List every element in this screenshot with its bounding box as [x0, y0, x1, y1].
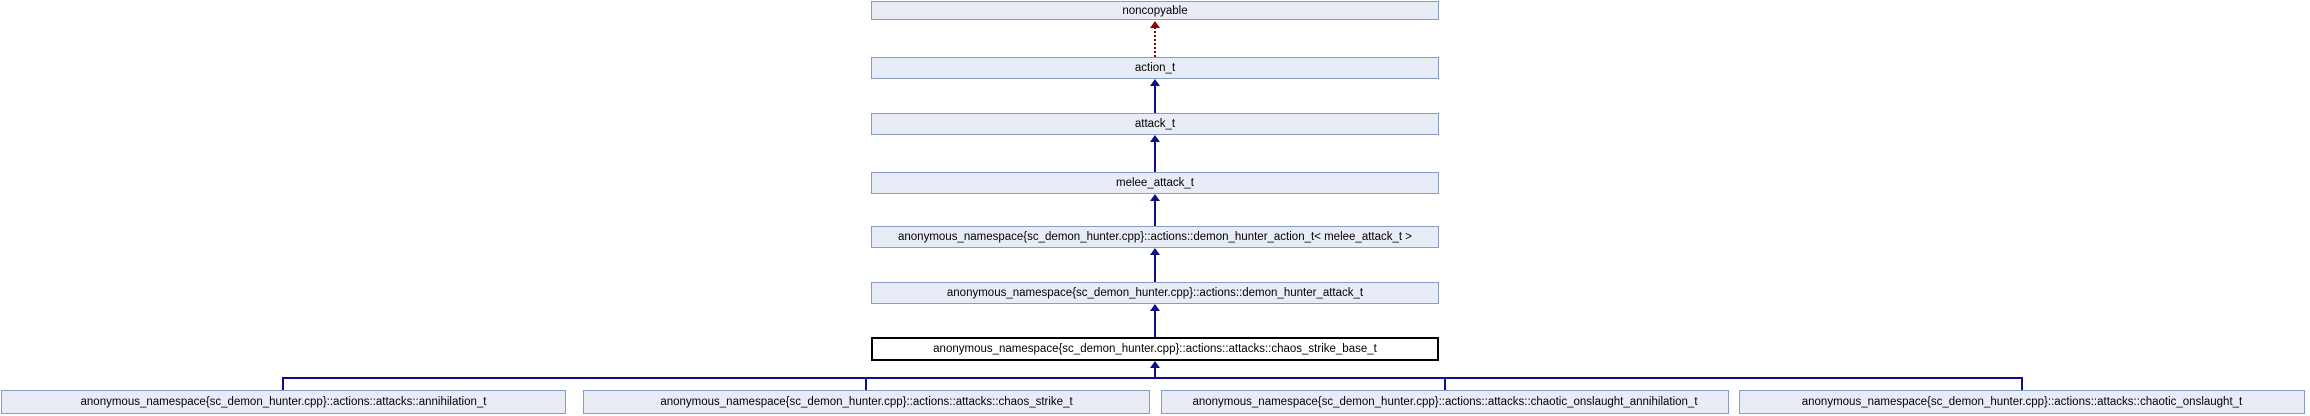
- node-label: anonymous_namespace{sc_demon_hunter.cpp}…: [1801, 396, 2243, 408]
- edge-demon-hunter-action-t-melee-attack-t: [1154, 200, 1156, 226]
- node-label: attack_t: [1134, 118, 1176, 130]
- node-label: anonymous_namespace{sc_demon_hunter.cpp}…: [933, 343, 1377, 355]
- edge-demon-hunter-attack-t-demon-hunter-action-t: [1154, 254, 1156, 282]
- node-action-t[interactable]: action_t: [871, 57, 1439, 79]
- edge-chaotic-onslaught-annihilation-t-drop: [1444, 377, 1446, 390]
- edge-chaos-strike-t-drop: [865, 377, 867, 390]
- edge-chaos-strike-base-t-demon-hunter-attack-t: [1154, 310, 1156, 337]
- arrowhead-up-icon: [1150, 194, 1160, 201]
- arrowhead-up-icon: [1150, 135, 1160, 142]
- node-melee-attack-t[interactable]: melee_attack_t: [871, 172, 1439, 194]
- edge-attack-t-action-t: [1154, 85, 1156, 113]
- node-chaos-strike-t[interactable]: anonymous_namespace{sc_demon_hunter.cpp}…: [583, 390, 1150, 414]
- node-chaotic-onslaught-t[interactable]: anonymous_namespace{sc_demon_hunter.cpp}…: [1739, 390, 2305, 414]
- arrowhead-up-icon: [1150, 248, 1160, 255]
- node-label: action_t: [1134, 62, 1176, 74]
- node-chaotic-onslaught-annihilation-t[interactable]: anonymous_namespace{sc_demon_hunter.cpp}…: [1161, 390, 1729, 414]
- node-label: noncopyable: [1122, 4, 1188, 17]
- node-demon-hunter-action-t[interactable]: anonymous_namespace{sc_demon_hunter.cpp}…: [871, 226, 1439, 248]
- edge-children-bus: [282, 377, 2023, 379]
- node-label: anonymous_namespace{sc_demon_hunter.cpp}…: [946, 287, 1364, 299]
- node-label: anonymous_namespace{sc_demon_hunter.cpp}…: [80, 396, 487, 408]
- node-annihilation-t[interactable]: anonymous_namespace{sc_demon_hunter.cpp}…: [1, 390, 566, 414]
- edge-children-chaos-strike-base-t-stem: [1154, 367, 1156, 378]
- arrowhead-up-icon: [1150, 304, 1160, 311]
- node-label: anonymous_namespace{sc_demon_hunter.cpp}…: [897, 231, 1413, 243]
- node-chaos-strike-base-t: anonymous_namespace{sc_demon_hunter.cpp}…: [871, 337, 1439, 361]
- edge-annihilation-t-drop: [282, 377, 284, 390]
- node-label: anonymous_namespace{sc_demon_hunter.cpp}…: [660, 396, 1073, 408]
- node-attack-t[interactable]: attack_t: [871, 113, 1439, 135]
- node-label: melee_attack_t: [1116, 177, 1194, 189]
- arrowhead-up-icon: [1150, 361, 1160, 368]
- node-demon-hunter-attack-t[interactable]: anonymous_namespace{sc_demon_hunter.cpp}…: [871, 282, 1439, 304]
- node-noncopyable[interactable]: noncopyable: [871, 1, 1439, 20]
- edge-action-t-noncopyable: [1154, 27, 1156, 57]
- edge-melee-attack-t-attack-t: [1154, 141, 1156, 172]
- arrowhead-up-icon: [1150, 21, 1160, 28]
- edge-chaotic-onslaught-t-drop: [2021, 377, 2023, 390]
- node-label: anonymous_namespace{sc_demon_hunter.cpp}…: [1192, 396, 1698, 408]
- arrowhead-up-icon: [1150, 79, 1160, 86]
